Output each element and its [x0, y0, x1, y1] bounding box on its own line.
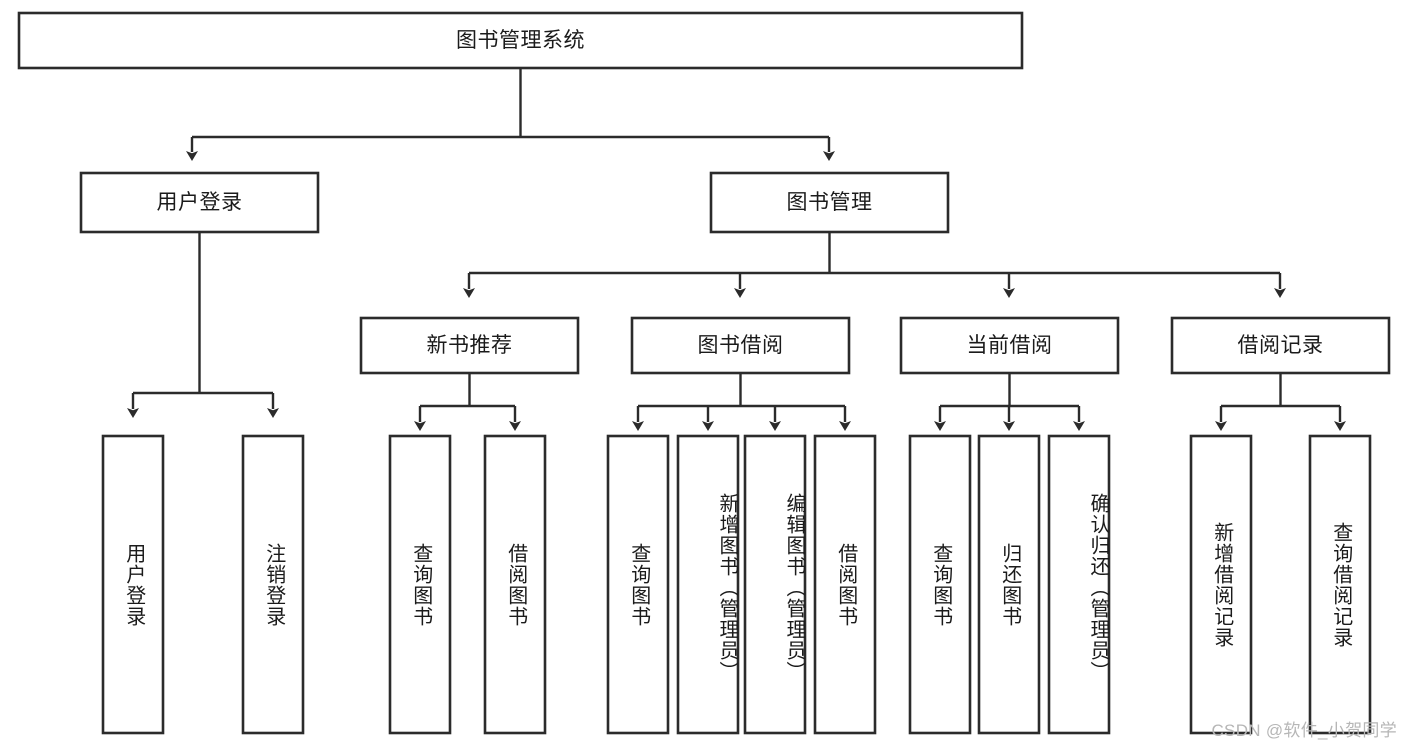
node-box-book-borrow[interactable] — [630, 316, 851, 375]
node-box-leaf-4[interactable] — [483, 434, 547, 735]
node-box-new-book-rec[interactable] — [359, 316, 580, 375]
node-box-user-login[interactable] — [79, 171, 320, 234]
node-box-leaf-1[interactable] — [101, 434, 165, 735]
node-box-leaf-11[interactable] — [1047, 434, 1111, 735]
node-box-current-borrow[interactable] — [899, 316, 1120, 375]
node-box-leaf-8[interactable] — [813, 434, 877, 735]
node-box-leaf-6[interactable] — [676, 434, 740, 735]
node-box-leaf-10[interactable] — [977, 434, 1041, 735]
node-box-leaf-5[interactable] — [606, 434, 670, 735]
node-box-leaf-2[interactable] — [241, 434, 305, 735]
node-box-root[interactable] — [17, 11, 1024, 70]
node-box-book-manage[interactable] — [709, 171, 950, 234]
node-box-leaf-7[interactable] — [743, 434, 807, 735]
node-box-leaf-3[interactable] — [388, 434, 452, 735]
node-box-leaf-13[interactable] — [1308, 434, 1372, 735]
node-box-leaf-12[interactable] — [1189, 434, 1253, 735]
node-box-leaf-9[interactable] — [908, 434, 972, 735]
node-box-borrow-record[interactable] — [1170, 316, 1391, 375]
